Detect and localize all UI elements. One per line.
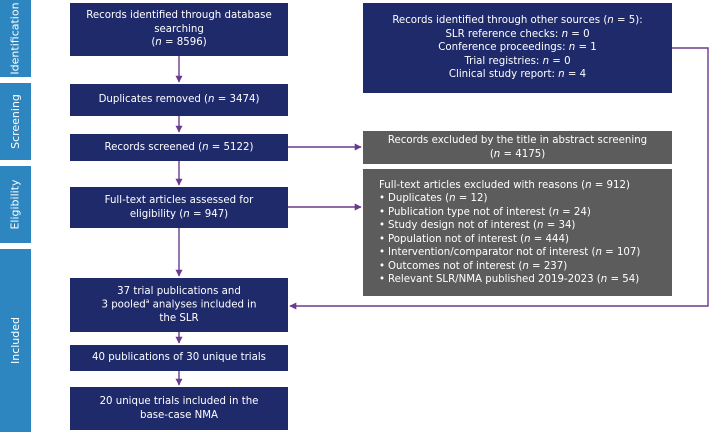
exclusion-reasons-list: Duplicates (n = 12) Publication type not…: [379, 192, 672, 286]
phase-included: Included: [0, 249, 31, 432]
box-other-sources: Records identified through other sources…: [363, 3, 672, 93]
phase-identification: Identification: [0, 0, 31, 77]
exclusion-reason: Duplicates (n = 12): [379, 192, 672, 205]
box-included-slr: 37 trial publications and 3 pooleda anal…: [70, 278, 288, 332]
box-records-screened: Records screened (n = 5122): [70, 134, 288, 161]
box-database-records: Records identified through database sear…: [70, 3, 288, 56]
phase-screening: Screening: [0, 83, 31, 160]
exclusion-reason: Outcomes not of interest (n = 237): [379, 260, 672, 273]
other-source-item: Conference proceedings: n = 1: [438, 42, 597, 54]
box-publications: 40 publications of 30 unique trials: [70, 345, 288, 371]
box-duplicates-removed: Duplicates removed (n = 3474): [70, 84, 288, 116]
phase-eligibility: Eligibility: [0, 166, 31, 243]
box-excluded-fulltext: Full-text articles excluded with reasons…: [363, 169, 672, 296]
other-source-item: SLR reference checks: n = 0: [445, 28, 590, 40]
box-fulltext-assessed: Full-text articles assessed for eligibil…: [70, 187, 288, 228]
other-source-item: Trial registries: n = 0: [464, 55, 571, 67]
other-source-item: Clinical study report: n = 4: [448, 69, 587, 81]
box-excluded-title: Records excluded by the title in abstrac…: [363, 131, 672, 164]
exclusion-reason: Intervention/comparator not of interest …: [379, 246, 672, 259]
exclusion-reason: Relevant SLR/NMA published 2019-2023 (n …: [379, 273, 672, 286]
exclusion-reason: Study design not of interest (n = 34): [379, 219, 672, 232]
exclusion-reason: Publication type not of interest (n = 24…: [379, 206, 672, 219]
exclusion-reason: Population not of interest (n = 444): [379, 233, 672, 246]
arrow-other-sources-to-included: [289, 47, 709, 310]
box-nma-trials: 20 unique trials included in the base-ca…: [70, 387, 288, 430]
